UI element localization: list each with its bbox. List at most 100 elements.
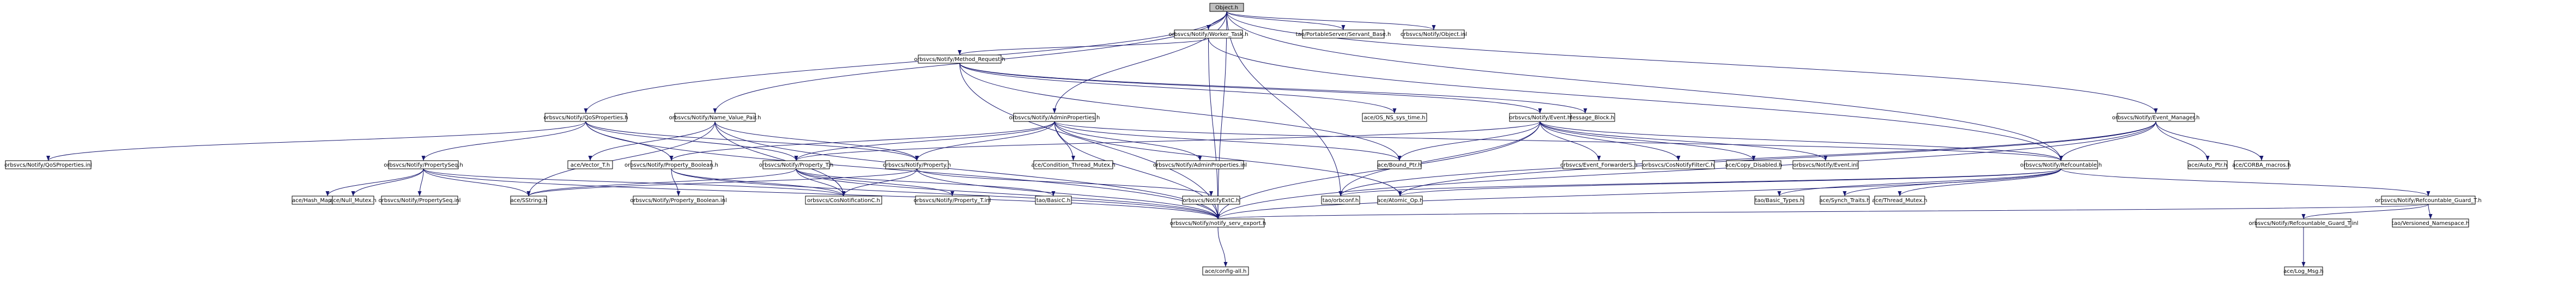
node-auto-ptr[interactable]: ace/Auto_Ptr.h [2187, 160, 2228, 169]
edge-object-to-notify_serv_export [1216, 11, 1227, 219]
edge-method_request-to-message_block [959, 63, 1587, 114]
node-box [633, 196, 724, 205]
node-refcountable-guard-t-inl[interactable]: orbsvcs/Notify/Refcountable_Guard_T.inl [2249, 218, 2359, 228]
node-label: orbsvcs/Event_ForwarderS.h [1560, 162, 1638, 168]
node-log-msg[interactable]: ace/Log_Msg.h [2283, 266, 2324, 276]
node-thread-mutex[interactable]: ace/Thread_Mutex.h [1872, 196, 1928, 205]
node-property-boolean[interactable]: orbsvcs/Notify/Property_Boolean.h [625, 160, 718, 169]
node-basic-c[interactable]: tao/BasicC.h [1035, 196, 1072, 205]
edge-worker_task-to-method_request [957, 38, 1209, 56]
node-name-value-pair[interactable]: orbsvcs/Notify/Name_Value_Pair.h [669, 113, 761, 122]
edge-property_boolean-to-property_boolean_inl [671, 168, 681, 197]
node-event-inl[interactable]: orbsvcs/Notify/Event.inl [1792, 160, 1859, 169]
node-admin-properties-inl[interactable]: orbsvcs/Notify/AdminProperties.inl [1153, 160, 1247, 169]
node-box [1874, 196, 1925, 205]
node-box [918, 54, 1002, 64]
node-os-ns-sys-time[interactable]: ace/OS_NS_sys_time.h [1362, 113, 1427, 122]
node-box [1377, 196, 1423, 205]
node-object[interactable]: Object.h [1209, 3, 1244, 12]
edge-property_t-to-sstring [526, 168, 797, 197]
node-label: orbsvcs/Notify/Worker_Task.h [1168, 32, 1248, 38]
node-refcountable[interactable]: orbsvcs/Notify/Refcountable.h [2020, 160, 2102, 169]
node-qos-properties[interactable]: orbsvcs/Notify/QoSProperties.h [543, 113, 628, 122]
edge-name_value_pair-to-vector_t [588, 121, 716, 161]
node-box [1156, 160, 1244, 169]
node-config-all[interactable]: ace/config-all.h [1202, 266, 1249, 276]
node-label: orbsvcs/Notify/Refcountable.h [2020, 162, 2102, 168]
node-property-t[interactable]: orbsvcs/Notify/Property_T.h [759, 160, 833, 169]
node-bound-ptr[interactable]: ace/Bound_Ptr.h [1377, 160, 1422, 169]
node-event[interactable]: orbsvcs/Notify/Event.h [1509, 113, 1571, 122]
node-worker-task[interactable]: orbsvcs/Notify/Worker_Task.h [1168, 29, 1248, 39]
node-basic-types[interactable]: tao/Basic_Types.h [1754, 196, 1804, 205]
node-box [1562, 160, 1635, 169]
node-label: orbsvcs/Notify/QoSProperties.h [543, 115, 628, 121]
edge-refcountable-to-refcountable_guard_t [2060, 168, 2430, 197]
node-event-manager[interactable]: orbsvcs/Notify/Event_Manager.h [2112, 113, 2200, 122]
node-label: orbsvcs/Notify/AdminProperties.inl [1153, 162, 1247, 168]
node-label: ace/Auto_Ptr.h [2188, 162, 2227, 168]
node-atomic-op[interactable]: ace/Atomic_Op.h [1377, 196, 1423, 205]
node-property-seq[interactable]: orbsvcs/Notify/PropertySeq.h [384, 160, 463, 169]
node-property-seq-inl[interactable]: orbsvcs/Notify/PropertySeq.inl [379, 196, 461, 205]
node-notify-ext[interactable]: orbsvcs/NotifyExtC.h [1182, 196, 1240, 205]
node-cos-notify-filter[interactable]: orbsvcs/CosNotifyFilterC.h [1642, 160, 1715, 169]
node-box [885, 160, 949, 169]
node-copy-disabled[interactable]: ace/Copy_Disabled.h [1725, 160, 1782, 169]
node-admin-properties[interactable]: orbsvcs/Notify/AdminProperties.h [1009, 113, 1100, 122]
edge-refcountable-to-atomic_op [1398, 168, 2062, 197]
node-notify-serv-export[interactable]: orbsvcs/Notify/notify_serv_export.h [1170, 218, 1266, 228]
node-box [805, 196, 882, 205]
node-versioned-namespace[interactable]: tao/Versioned_Namespace.h [2392, 218, 2469, 228]
edge-worker_task-to-notify_serv_export [1208, 38, 1220, 219]
node-label: ace/Bound_Ptr.h [1378, 162, 1422, 168]
node-synch-traits[interactable]: ace/Synch_Traits.h [1820, 196, 1870, 205]
edge-property_seq-to-sstring [423, 168, 531, 197]
edge-refcountable-to-basic_types [1777, 168, 2062, 197]
node-box [915, 196, 990, 205]
node-label: orbsvcs/Notify/QoSProperties.inl [4, 162, 92, 168]
edge-refcountable-to-notify_serv_export [1216, 168, 2062, 219]
node-cos-notification[interactable]: orbsvcs/CosNotificationC.h [805, 196, 882, 205]
node-servant-base[interactable]: tao/PortableServer/Servant_Base.h [1296, 29, 1391, 39]
node-label: ace/Log_Msg.h [2283, 269, 2324, 274]
node-box [1171, 218, 1265, 228]
edge-object-to-servant_base [1226, 11, 1345, 30]
node-box [2392, 218, 2469, 228]
edge-method_request-to-notify_serv_export [959, 63, 1220, 219]
edge-property_boolean-to-cos_notification [671, 168, 846, 197]
node-label: orbsvcs/Notify/Property_Boolean.h [625, 162, 718, 168]
node-box [5, 160, 92, 169]
node-sstring[interactable]: ace/SString.h [510, 196, 547, 205]
node-null-mutex[interactable]: ace/Null_Mutex.h [330, 196, 377, 205]
node-corba-macros[interactable]: ace/CORBA_macros.h [2232, 160, 2291, 169]
node-label: orbsvcs/Notify/AdminProperties.h [1009, 115, 1100, 121]
node-label: tao/BasicC.h [1037, 198, 1071, 204]
node-label: orbsvcs/Notify/Method_Request.h [914, 57, 1005, 63]
node-method-request[interactable]: orbsvcs/Notify/Method_Request.h [914, 54, 1005, 64]
node-condition-thread-mutex[interactable]: ace/Condition_Thread_Mutex.h [1031, 160, 1116, 169]
node-notify-object-inl[interactable]: orbsvcs/Notify/Object.inl [1401, 29, 1467, 39]
edge-refcountable_guard_t-to-notify_serv_export [1217, 204, 2429, 219]
node-refcountable-guard-t[interactable]: orbsvcs/Notify/Refcountable_Guard_T.h [2375, 196, 2482, 205]
node-label: orbsvcs/Notify/Property.h [883, 162, 951, 168]
node-label: tao/PortableServer/Servant_Base.h [1296, 32, 1391, 38]
edge-property-to-notify_ext [917, 168, 1213, 197]
node-box [1182, 196, 1240, 205]
edge-property_boolean-to-notify_serv_export [671, 168, 1220, 219]
node-vector-t[interactable]: ace/Vector_T.h [567, 160, 613, 169]
node-orbconf[interactable]: tao/orbconf.h [1321, 196, 1360, 205]
node-property-boolean-inl[interactable]: orbsvcs/Notify/Property_Boolean.inl [630, 196, 727, 205]
node-qos-properties-inl[interactable]: orbsvcs/Notify/QoSProperties.inl [4, 160, 92, 169]
edge-event-to-event_forwarder [1539, 121, 1601, 161]
node-event-forwarder[interactable]: orbsvcs/Event_ForwarderS.h [1560, 160, 1638, 169]
node-label: orbsvcs/CosNotifyFilterC.h [1643, 162, 1714, 168]
node-box [1035, 196, 1072, 205]
node-box [1209, 3, 1244, 12]
node-property-t-inl[interactable]: orbsvcs/Notify/Property_T.inl [913, 196, 991, 205]
edge-qos_properties-to-property_t [585, 121, 798, 161]
node-property[interactable]: orbsvcs/Notify/Property.h [883, 160, 951, 169]
node-label: ace/Hash_Map_Manager.h [292, 198, 363, 204]
node-label: orbsvcs/Notify/Refcountable_Guard_T.h [2375, 198, 2481, 204]
node-box [2256, 218, 2351, 228]
